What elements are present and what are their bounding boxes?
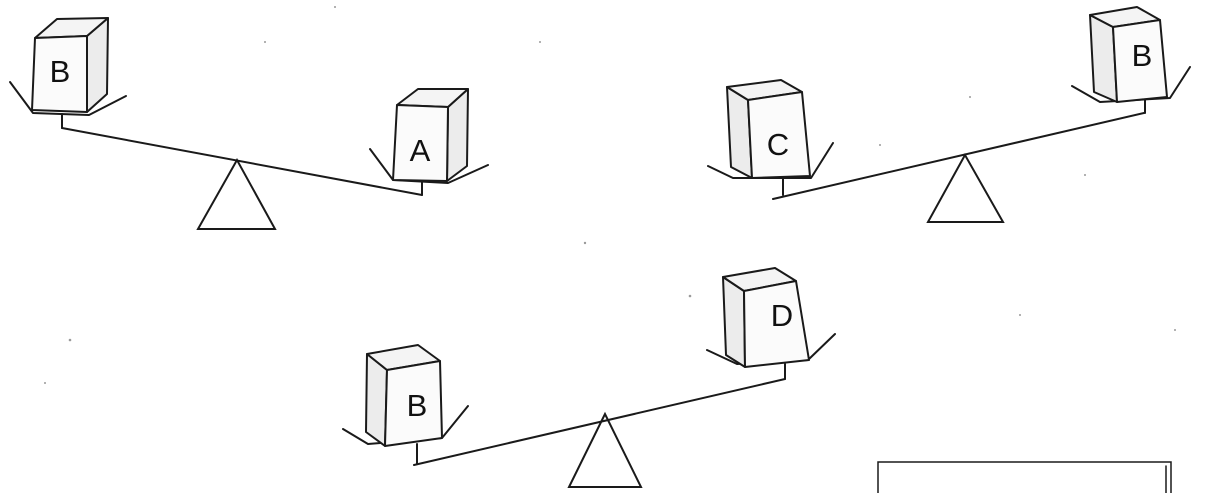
box-3-left: B bbox=[365, 344, 443, 447]
box-2-left: C bbox=[726, 79, 811, 179]
beam-3 bbox=[413, 378, 786, 466]
box-2-left-label: C bbox=[767, 127, 789, 162]
answer-box bbox=[877, 461, 1172, 493]
fulcrum-3 bbox=[567, 411, 643, 488]
box-3-left-label: B bbox=[407, 388, 428, 423]
balance-1: B A bbox=[9, 17, 489, 230]
box-2-right: B bbox=[1089, 6, 1168, 103]
beam-1 bbox=[61, 127, 423, 196]
box-1-right-label: A bbox=[410, 133, 431, 168]
box-3-right-label: D bbox=[771, 298, 793, 333]
fulcrum-1 bbox=[196, 157, 277, 230]
box-3-right: D bbox=[722, 267, 810, 368]
box-1-left: B bbox=[31, 17, 109, 113]
balance-3: B D bbox=[342, 267, 836, 488]
balance-2: C B bbox=[707, 6, 1191, 223]
box-1-right: A bbox=[392, 88, 469, 182]
box-1-left-label: B bbox=[50, 54, 71, 89]
box-2-right-label: B bbox=[1132, 38, 1153, 73]
beam-2 bbox=[772, 112, 1145, 200]
fulcrum-2 bbox=[926, 152, 1005, 223]
scan-specks bbox=[44, 6, 1176, 384]
pan-1-left bbox=[9, 81, 127, 116]
